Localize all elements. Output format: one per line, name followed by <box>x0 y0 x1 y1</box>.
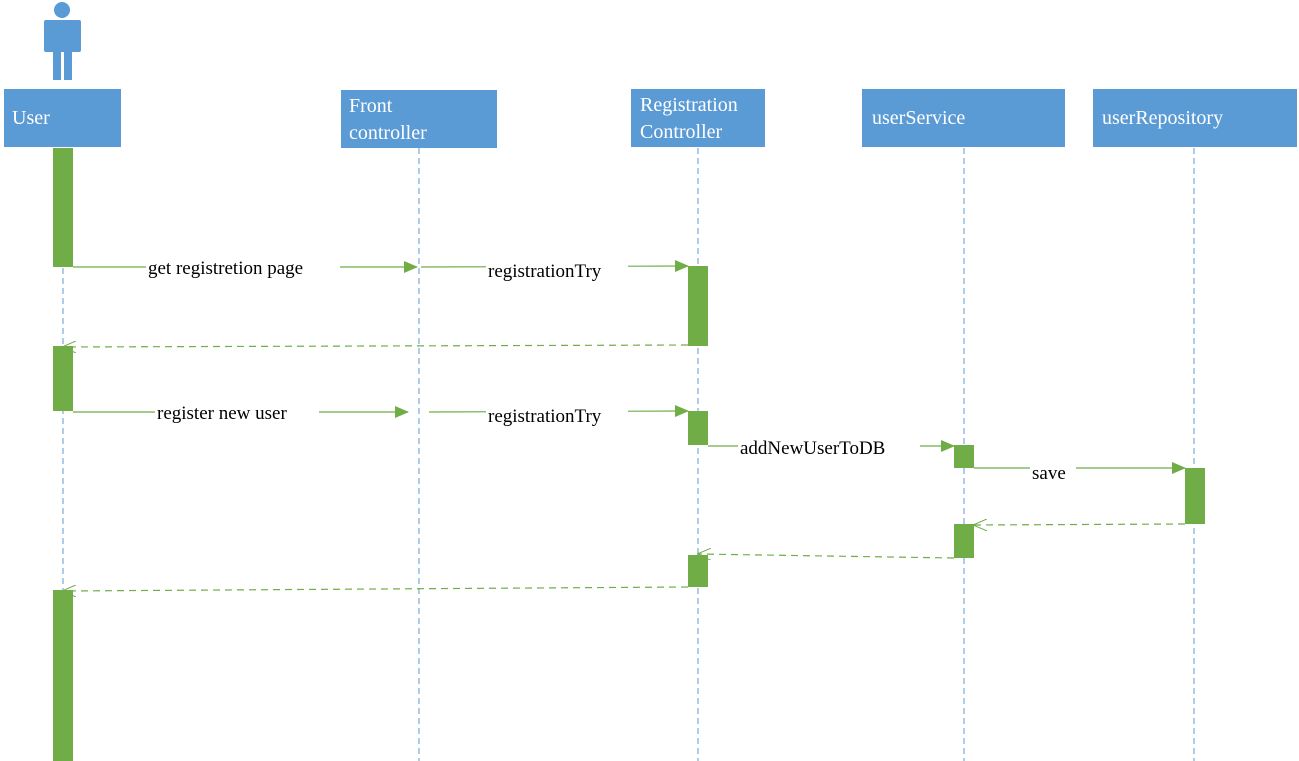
activation-bar <box>954 445 974 468</box>
message-label: registrationTry <box>488 261 602 282</box>
participant-headers: User Front controller Registration Contr… <box>4 89 1297 148</box>
participant-label-line-2: Controller <box>640 121 723 143</box>
activation-bar <box>954 524 974 558</box>
message-label: get registretion page <box>148 258 303 279</box>
participant-label-line-1: Registration <box>640 94 738 116</box>
participant-label: User <box>12 107 50 129</box>
participant-front-controller: Front controller <box>341 90 497 148</box>
person-icon <box>44 2 81 80</box>
participant-label-line-1: Front <box>349 95 393 117</box>
activation-bar <box>688 266 708 346</box>
lifelines <box>62 148 1195 761</box>
message-label: addNewUserToDB <box>740 438 885 459</box>
participant-label: userService <box>872 107 965 129</box>
participant-user-repository: userRepository <box>1093 89 1297 147</box>
return-arrow <box>974 524 1186 525</box>
activation-bar <box>53 346 73 411</box>
message-label: register new user <box>157 403 287 424</box>
activation-bar <box>688 555 708 587</box>
message-label: registrationTry <box>488 406 602 427</box>
activation-bar <box>53 590 73 761</box>
participant-user: User <box>4 89 121 147</box>
participant-registration-controller: Registration Controller <box>631 89 765 147</box>
message-labels: get registretion page registrationTry re… <box>146 256 1076 485</box>
participant-user-service: userService <box>862 89 1065 147</box>
activation-bar <box>688 411 708 445</box>
activation-bars <box>53 148 1205 761</box>
message-label: save <box>1032 463 1066 484</box>
activation-bar <box>53 148 73 267</box>
participant-label-line-2: controller <box>349 122 427 144</box>
activation-bar <box>1185 468 1205 524</box>
return-arrow <box>698 554 955 558</box>
return-arrow <box>63 587 689 591</box>
messages <box>63 260 1186 591</box>
return-arrow <box>63 345 689 347</box>
participant-label: userRepository <box>1102 107 1223 129</box>
